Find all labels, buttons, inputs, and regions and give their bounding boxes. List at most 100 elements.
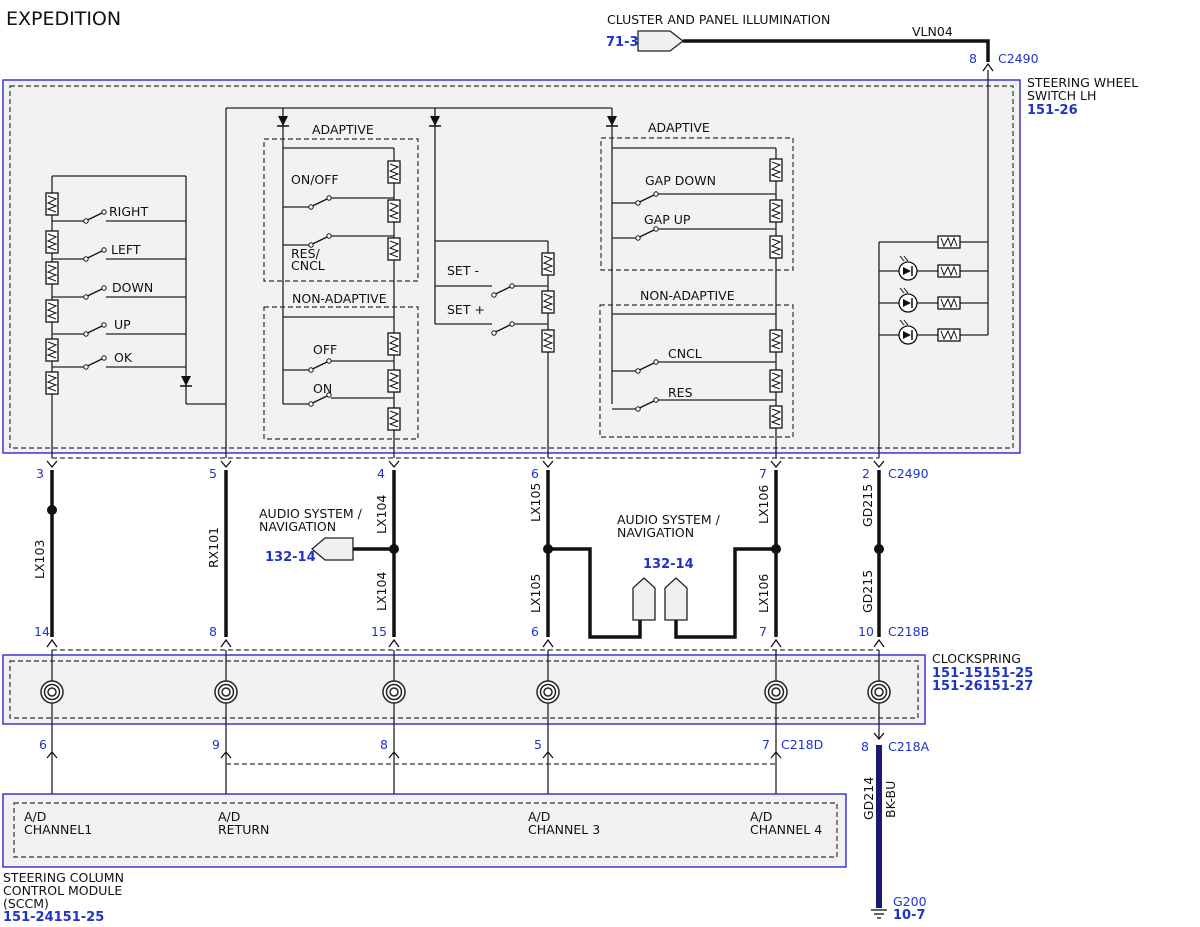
ground-wire-label: GD214 xyxy=(861,777,876,820)
sccm-return-line1: A/D xyxy=(218,809,240,824)
audio-center-connector-icon xyxy=(632,577,656,621)
audio-center-line1: AUDIO SYSTEM / xyxy=(617,512,721,527)
cs-bottom-connector: C218D xyxy=(781,737,823,752)
ground-name: G200 xyxy=(893,894,927,909)
switch-right-label: RIGHT xyxy=(109,204,148,219)
illumination-connector-icon xyxy=(637,30,685,52)
wire-label: GD215 xyxy=(860,570,875,613)
audio-center-connector-icon xyxy=(664,577,688,621)
non-adaptive-left-box xyxy=(263,306,419,440)
audio-left-ref[interactable]: 132-14 xyxy=(265,550,316,565)
clockspring-label: CLOCKSPRING xyxy=(932,651,1021,666)
adaptive-right-label: ADAPTIVE xyxy=(648,120,710,135)
diagram-title: EXPEDITION xyxy=(6,8,121,30)
switch-left-label: LEFT xyxy=(111,242,141,257)
res-label-1: RES/ xyxy=(291,246,321,261)
clockspring-coil-icon xyxy=(867,680,891,704)
clockspring-coil-icon xyxy=(40,680,64,704)
cs-top-pin-5: 7 xyxy=(759,624,767,639)
sccm-ch4-line2: CHANNEL 4 xyxy=(750,822,822,837)
adaptive-left-box xyxy=(263,138,419,282)
clockspring-coil-icon xyxy=(536,680,560,704)
adaptive-right-box xyxy=(600,137,794,271)
top-pin-4: 6 xyxy=(531,466,539,481)
non-adaptive-right-label: NON-ADAPTIVE xyxy=(640,288,735,303)
cs-bottom-pin-4: 5 xyxy=(534,737,542,752)
sccm-ch1-line1: A/D xyxy=(24,809,46,824)
sccm-ch3-line1: A/D xyxy=(528,809,550,824)
set-minus-label: SET - xyxy=(447,263,479,278)
sccm-ch4-line1: A/D xyxy=(750,809,772,824)
clockspring-inner xyxy=(9,660,919,719)
audio-center-line2: NAVIGATION xyxy=(617,525,694,540)
steering-wheel-switch-inner xyxy=(9,85,1014,449)
sccm-name-line2: CONTROL MODULE xyxy=(3,883,122,898)
cncl-label: CNCL xyxy=(668,346,702,361)
wire-label: GD215 xyxy=(860,484,875,527)
wire-label: LX104 xyxy=(374,495,389,534)
non-adaptive-left-label: NON-ADAPTIVE xyxy=(292,291,387,306)
switch-down-label: DOWN xyxy=(112,280,153,295)
adaptive-left-circuit xyxy=(282,140,401,458)
cs-top-pin-6: 10 xyxy=(858,624,874,639)
switch-ladder xyxy=(45,175,226,458)
cs-bottom-pin-1: 6 xyxy=(39,737,47,752)
res-right-label: RES xyxy=(668,385,693,400)
pin-arrows-lower xyxy=(46,732,885,759)
illumination-connector: C2490 xyxy=(998,51,1039,66)
audio-left-connector-icon xyxy=(310,537,354,561)
cs-top-pin-4: 6 xyxy=(531,624,539,639)
return-bus xyxy=(225,107,619,458)
clockspring-coil-icon xyxy=(764,680,788,704)
sccm-name-line3: (SCCM) xyxy=(3,896,49,911)
audio-left-line2: NAVIGATION xyxy=(259,519,336,534)
top-pin-2: 5 xyxy=(209,466,217,481)
wire-label: LX105 xyxy=(528,574,543,613)
clockspring-ref1[interactable]: 151-15151-25 xyxy=(932,666,1033,681)
illumination-pin: 8 xyxy=(969,51,977,66)
wire-vln04 xyxy=(683,39,990,62)
switch-ok-label: OK xyxy=(114,350,133,365)
wire-label: LX104 xyxy=(374,572,389,611)
sccm-inner xyxy=(13,802,838,858)
wire-label: LX105 xyxy=(528,483,543,522)
non-adaptive-right-box xyxy=(599,304,794,438)
cs-top-pin-1: 14 xyxy=(34,624,50,639)
cs-bottom-pin-2: 9 xyxy=(212,737,220,752)
top-pin-6: 2 xyxy=(862,466,870,481)
steering-wheel-switch-box[interactable] xyxy=(2,79,1021,454)
gap-down-label: GAP DOWN xyxy=(645,173,716,188)
cs-top-pin-2: 8 xyxy=(209,624,217,639)
audio-center-ref[interactable]: 132-14 xyxy=(643,557,694,572)
set-circuit xyxy=(435,240,555,458)
switch-ref[interactable]: 151-26 xyxy=(1027,103,1078,118)
sccm-ch3-line2: CHANNEL 3 xyxy=(528,822,600,837)
on-label: ON xyxy=(313,381,332,396)
on-off-label: ON/OFF xyxy=(291,172,339,187)
ground-wire-color: BK-BU xyxy=(883,781,898,818)
top-pin-3: 4 xyxy=(377,466,385,481)
clockspring-coil-icon xyxy=(214,680,238,704)
sccm-box[interactable] xyxy=(2,793,847,868)
ground-ref[interactable]: 10-7 xyxy=(893,908,926,923)
clockspring-ref2[interactable]: 151-26151-27 xyxy=(932,679,1033,694)
pin-arrow xyxy=(982,62,994,72)
switch-up-label: UP xyxy=(114,317,131,332)
wire-label: LX103 xyxy=(32,540,47,579)
illumination-ref[interactable]: 71-3 xyxy=(606,35,639,50)
wire-label: RX101 xyxy=(206,527,221,568)
sccm-ref[interactable]: 151-24151-25 xyxy=(3,910,104,925)
res-label-2: CNCL xyxy=(291,258,325,273)
off-label: OFF xyxy=(313,342,337,357)
sccm-name-line1: STEERING COLUMN xyxy=(3,870,124,885)
set-plus-label: SET + xyxy=(447,302,485,317)
sccm-ch1-line2: CHANNEL1 xyxy=(24,822,92,837)
ground-connector: C218A xyxy=(888,739,930,754)
gap-up-label: GAP UP xyxy=(644,212,691,227)
wire-label: LX106 xyxy=(756,485,771,524)
ground-pin: 8 xyxy=(861,739,869,754)
adaptive-right-circuit xyxy=(611,140,783,458)
top-connector: C2490 xyxy=(888,466,929,481)
led-array xyxy=(878,70,989,458)
wire-label: LX106 xyxy=(756,574,771,613)
